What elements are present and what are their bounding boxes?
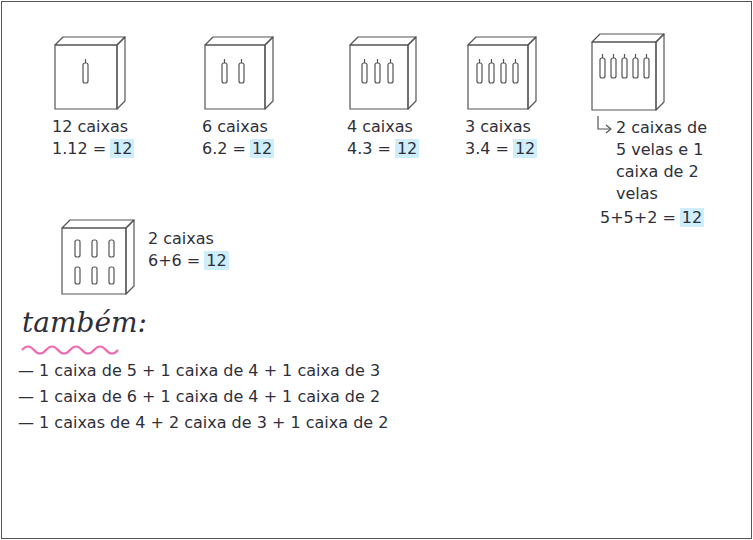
text-group: 3 caixas 3.4 =12 [465,116,537,160]
text-group: 2 caixas 6+6 =12 [148,228,229,272]
text-line: 6.2 =12 [202,138,274,160]
text-group: 5+5+2 =12 [600,207,704,229]
text-line: 6 caixas [202,116,274,138]
box-drawing [350,37,416,109]
text-line: 12 caixas [52,116,134,138]
box-drawing [62,220,134,294]
box-drawing [468,37,536,109]
handwritten-note: 12 caixas [52,117,128,136]
text-group: — 1 caixa de 6 + 1 caixa de 4 + 1 caixa … [18,386,380,408]
highlighted-result: 12 [513,139,537,158]
handwritten-note: 5+5+2 = [600,208,676,227]
handwritten-note: 4.3 = [347,139,391,158]
text-line: 4 caixas [347,116,419,138]
handwritten-note: — 1 caixas de 4 + 2 caixa de 3 + 1 caixa… [18,413,388,432]
handwritten-note: 6 caixas [202,117,268,136]
text-line: também: [22,306,147,340]
text-line: 6+6 =12 [148,250,229,272]
text-line: 5+5+2 =12 [600,207,704,229]
text-group: 4 caixas 4.3 =12 [347,116,419,160]
box-drawing [592,34,664,110]
arrow-head [606,125,611,133]
text-group: também: [22,306,147,340]
text-line: 3 caixas [465,116,537,138]
highlighted-result: 12 [395,139,419,158]
text-group: — 1 caixa de 5 + 1 caixa de 4 + 1 caixa … [18,360,380,382]
highlighted-result: 12 [680,208,704,227]
handwritten-note: 3 caixas [465,117,531,136]
text-line: 3.4 =12 [465,138,537,160]
highlighted-result: 12 [204,251,228,270]
text-line: 2 caixas [148,228,229,250]
box-drawing [205,37,273,109]
handwritten-note: 4 caixas [347,117,413,136]
handwritten-note: 2 caixas de 5 velas e 1 caixa de 2 velas [616,118,707,203]
text-group: 2 caixas de 5 velas e 1 caixa de 2 velas [616,117,718,205]
text-line: 4.3 =12 [347,138,419,160]
handwritten-note: 6+6 = [148,251,200,270]
highlighted-result: 12 [110,139,134,158]
text-group: — 1 caixas de 4 + 2 caixa de 3 + 1 caixa… [18,412,388,434]
handwritten-note: 6.2 = [202,139,246,158]
text-line: — 1 caixa de 5 + 1 caixa de 4 + 1 caixa … [18,360,380,382]
text-group: 12 caixas 1.12 =12 [52,116,134,160]
text-line: 1.12 =12 [52,138,134,160]
text-line: — 1 caixas de 4 + 2 caixa de 3 + 1 caixa… [18,412,388,434]
handwritten-note: — 1 caixa de 6 + 1 caixa de 4 + 1 caixa … [18,387,380,406]
handwritten-note: — 1 caixa de 5 + 1 caixa de 4 + 1 caixa … [18,361,380,380]
text-line: 2 caixas de 5 velas e 1 caixa de 2 velas [616,117,718,205]
box-drawing [55,37,125,109]
text-line: — 1 caixa de 6 + 1 caixa de 4 + 1 caixa … [18,386,380,408]
highlighted-result: 12 [250,139,274,158]
handwritten-note: 2 caixas [148,229,214,248]
heading-note: também: [22,306,147,339]
handwritten-note: 1.12 = [52,139,106,158]
text-group: 6 caixas 6.2 =12 [202,116,274,160]
wavy-underline [22,347,118,354]
handwritten-note: 3.4 = [465,139,509,158]
